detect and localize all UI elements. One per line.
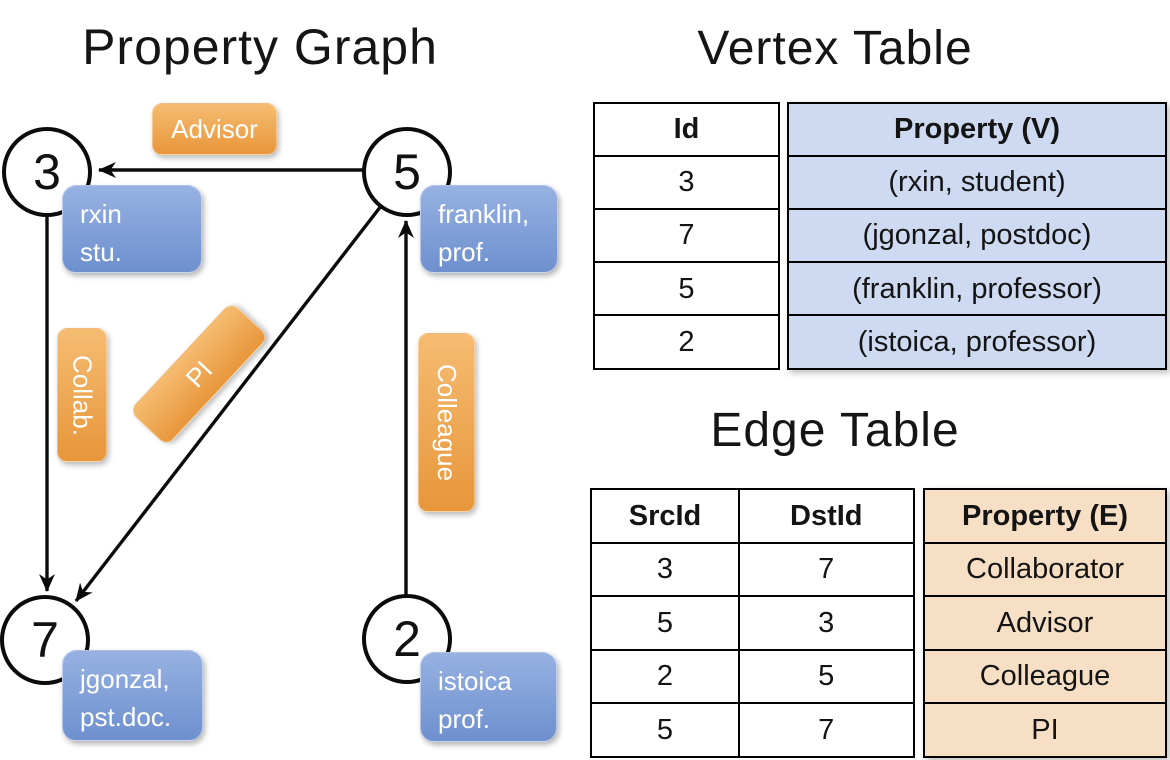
edge-table-src-column: SrcId 3 5 2 5 bbox=[590, 488, 740, 758]
edge-table-property-header: Property (E) bbox=[923, 488, 1167, 544]
edge-label-colleague: Colleague bbox=[418, 333, 475, 512]
edge-label-collab: Collab. bbox=[57, 328, 107, 462]
vertex-table-property-header: Property (V) bbox=[787, 102, 1167, 158]
table-cell: 2 bbox=[590, 648, 740, 705]
table-cell: (rxin, student) bbox=[787, 155, 1167, 211]
table-cell: 3 bbox=[593, 155, 780, 211]
vertex-prop-franklin: franklin, prof. bbox=[420, 185, 558, 273]
table-cell: (franklin, professor) bbox=[787, 261, 1167, 317]
table-cell: Colleague bbox=[923, 648, 1167, 705]
table-cell: (jgonzal, postdoc) bbox=[787, 208, 1167, 264]
vertex-prop-istoica: istoica prof. bbox=[420, 652, 557, 742]
table-cell: 7 bbox=[593, 208, 780, 264]
property-graph-title: Property Graph bbox=[82, 19, 438, 75]
table-cell: PI bbox=[923, 702, 1167, 758]
table-cell: 5 bbox=[593, 261, 780, 317]
table-cell: 5 bbox=[737, 648, 915, 705]
vertex-table-title: Vertex Table bbox=[697, 22, 973, 75]
edge-table-dst-column: DstId 7 3 5 7 bbox=[737, 488, 915, 758]
edge-table-src-header: SrcId bbox=[590, 488, 740, 544]
graph-node-5: 5 bbox=[362, 127, 452, 217]
table-cell: (istoica, professor) bbox=[787, 314, 1167, 370]
table-cell: 5 bbox=[590, 595, 740, 651]
table-cell: 3 bbox=[590, 541, 740, 598]
table-cell: Collaborator bbox=[923, 541, 1167, 598]
table-cell: Advisor bbox=[923, 595, 1167, 651]
edge-table-id-columns: SrcId 3 5 2 5 DstId 7 3 5 7 bbox=[590, 488, 915, 758]
vertex-table-id-column: Id 3 7 5 2 bbox=[593, 102, 780, 370]
vertex-prop-rxin: rxin stu. bbox=[62, 185, 202, 273]
table-cell: 7 bbox=[737, 702, 915, 758]
edge-label-advisor: Advisor bbox=[152, 103, 277, 155]
table-cell: 5 bbox=[590, 702, 740, 758]
table-cell: 7 bbox=[737, 541, 915, 598]
edge-5-7-line bbox=[74, 204, 383, 603]
graph-node-2: 2 bbox=[362, 594, 452, 684]
vertex-table-property-column: Property (V) (rxin, student) (jgonzal, p… bbox=[787, 102, 1167, 370]
vertex-prop-jgonzal: jgonzal, pst.doc. bbox=[62, 650, 203, 741]
edge-table-property-column: Property (E) Collaborator Advisor Collea… bbox=[923, 488, 1167, 758]
edge-table-title: Edge Table bbox=[710, 404, 960, 457]
table-cell: 3 bbox=[737, 595, 915, 651]
vertex-table-id-header: Id bbox=[593, 102, 780, 158]
table-cell: 2 bbox=[593, 314, 780, 370]
graph-edges bbox=[39, 162, 414, 603]
edge-table-dst-header: DstId bbox=[737, 488, 915, 544]
